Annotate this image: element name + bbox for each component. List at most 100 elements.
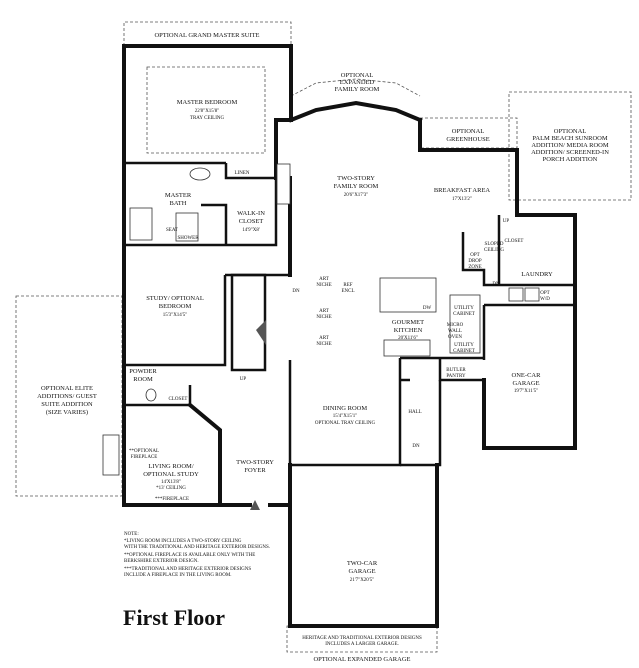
sink-icon <box>189 167 211 181</box>
sunroom-line4: ADDITION/ SCREENED-IN <box>531 149 609 156</box>
walk-in-closet-line2: CLOSET <box>239 218 264 225</box>
sunroom-line3: ADDITION/ MEDIA ROOM <box>531 142 608 149</box>
sloped-ceiling-line2: CEILING <box>484 248 504 253</box>
master-bath-line1: MASTER <box>165 192 192 199</box>
drop-zone-line2: DROP <box>468 259 482 264</box>
dining-room-name: DINING ROOM <box>323 405 367 412</box>
note-line-3: WITH THE TRADITIONAL AND HERITAGE EXTERI… <box>124 545 270 550</box>
walk-in-closet-line1: WALK-IN <box>237 210 265 217</box>
notes: NOTE: *LIVING ROOM INCLUDES A TWO-STORY … <box>124 532 270 578</box>
larger-garage-note-line2: INCLUDES A LARGER GARAGE. <box>325 642 399 647</box>
optional-expanded-garage-label: OPTIONAL EXPANDED GARAGE <box>313 656 410 663</box>
kitchen-line1: GOURMET <box>392 319 424 326</box>
art-niche-2-line2: NICHE <box>316 315 331 320</box>
art-niche-1-line1: ART <box>319 277 329 282</box>
master-bedroom-name: MASTER BEDROOM <box>177 99 238 106</box>
art-niche-3-line2: NICHE <box>316 342 331 347</box>
art-niche-3-line1: ART <box>319 336 329 341</box>
expanded-family-line1: OPTIONAL <box>341 72 374 79</box>
hall-label: HALL <box>408 410 421 415</box>
living-room-line1: LIVING ROOM/ <box>148 463 194 470</box>
living-room-line2: OPTIONAL STUDY <box>143 471 199 478</box>
walk-in-closet-size: 14'9"X8' <box>242 228 260 233</box>
sunroom-line1: OPTIONAL <box>554 128 587 135</box>
micro-oven-line1: MICRO <box>447 323 464 328</box>
floor-title: First Floor <box>123 605 225 630</box>
tub-icon <box>129 207 153 241</box>
foyer-line2: FOYER <box>244 467 266 474</box>
sunroom-line2: PALM BEACH SUNROOM <box>532 135 607 142</box>
larger-garage-note-line1: HERITAGE AND TRADITIONAL EXTERIOR DESIGN… <box>302 636 422 641</box>
butler-pantry-line1: BUTLER <box>446 368 466 373</box>
elite-line4: (SIZE VARIES) <box>46 409 88 416</box>
powder-room-line2: ROOM <box>133 376 153 383</box>
master-bedroom-size: 22'8"X15'8" <box>195 109 220 114</box>
breakfast-area-name: BREAKFAST AREA <box>434 187 491 194</box>
art-niche-2-line1: ART <box>319 309 329 314</box>
elite-line2: ADDITIONS/ GUEST <box>37 393 97 400</box>
optional-fireplace-line1: **OPTIONAL <box>129 449 159 454</box>
micro-oven-line3: OVEN <box>448 335 462 340</box>
utility-cabinet-2-line1: UTILITY <box>454 343 474 348</box>
two-car-garage-line2: GARAGE <box>348 568 375 575</box>
utility-cabinet-2-line2: CABINET <box>453 349 475 354</box>
micro-oven-line2: WALL <box>448 329 462 334</box>
utility-cabinet-1-line2: CABINET <box>453 312 475 317</box>
stair-landing-icon <box>256 320 266 345</box>
seat-label: SEAT <box>166 228 178 233</box>
up-label-stair: UP <box>240 377 247 382</box>
butler-pantry-line2: PANTRY <box>446 374 466 379</box>
fireplace-note-label: ***FIREPLACE <box>155 497 189 502</box>
utility-cabinet-1-line1: UTILITY <box>454 306 474 311</box>
foyer-line1: TWO-STORY <box>236 459 274 466</box>
dn-label-laundry: DN <box>492 282 500 287</box>
shower-icon <box>175 212 199 242</box>
room-labels: OPTIONAL GRAND MASTER SUITE MASTER BEDRO… <box>37 32 609 663</box>
laundry-label: LAUNDRY <box>521 271 553 278</box>
entry-arrow-icon <box>250 500 260 510</box>
up-label-rear: UP <box>503 219 510 224</box>
master-bath-line2: BATH <box>170 200 187 207</box>
family-room-size: 20'6"X17'3" <box>344 193 369 198</box>
sloped-ceiling-line1: SLOPED <box>485 242 504 247</box>
dining-room-ceiling: OPTIONAL TRAY CEILING <box>315 421 376 426</box>
dryer-icon <box>524 287 540 302</box>
expanded-family-line3: FAMILY ROOM <box>335 86 380 93</box>
note-line-1: NOTE: <box>124 532 139 537</box>
one-car-garage-size: 19'7"X11'5" <box>514 389 538 394</box>
expanded-family-line2: EXPANDED <box>340 79 375 86</box>
powder-room-line1: POWDER <box>129 368 157 375</box>
kitchen-line2: KITCHEN <box>394 327 423 334</box>
dn-label-stair: DN <box>292 289 300 294</box>
one-car-garage-line2: GARAGE <box>512 380 539 387</box>
closet-label-rear: CLOSET <box>505 239 524 244</box>
elite-line3: SUITE ADDITION <box>41 401 93 408</box>
dw-label: DW <box>423 306 432 311</box>
opt-wd-line2: W/D <box>540 297 550 302</box>
ref-encl-line2: ENCL <box>341 289 354 294</box>
washer-icon <box>508 287 524 302</box>
dn-label-hall: DN <box>412 444 420 449</box>
dining-room-size: 15'4"X15'1" <box>333 414 358 419</box>
fireplace-icon <box>276 163 291 205</box>
note-line-7: INCLUDE A FIREPLACE IN THE LIVING ROOM. <box>124 573 232 578</box>
living-room-size: 14'X13'8" <box>161 480 181 485</box>
linen-label: LINEN <box>235 171 250 176</box>
one-car-garage-line1: ONE-CAR <box>512 372 542 379</box>
greenhouse-line1: OPTIONAL <box>452 128 485 135</box>
family-room-line1: TWO-STORY <box>337 175 375 182</box>
note-line-2: *LIVING ROOM INCLUDES A TWO-STORY CEILIN… <box>124 539 242 544</box>
optional-fireplace-line2: FIREPLACE <box>131 455 158 460</box>
breakfast-area-size: 17'X13'2" <box>452 197 472 202</box>
elite-line1: OPTIONAL ELITE <box>41 385 93 392</box>
toilet-icon <box>145 388 157 402</box>
shower-label: SHOWER <box>177 236 199 241</box>
two-car-garage-size: 21'7"X20'5" <box>350 578 375 583</box>
study-size: 15'3"X14'5" <box>163 313 188 318</box>
living-room-ceiling: *13' CEILING <box>156 486 186 491</box>
drop-zone-line3: ZONE <box>468 265 481 270</box>
note-line-5: BERKSHIRE EXTERIOR DESIGN. <box>124 559 199 564</box>
greenhouse-line2: GREENHOUSE <box>446 136 489 143</box>
closet-label-powder: CLOSET <box>169 397 188 402</box>
